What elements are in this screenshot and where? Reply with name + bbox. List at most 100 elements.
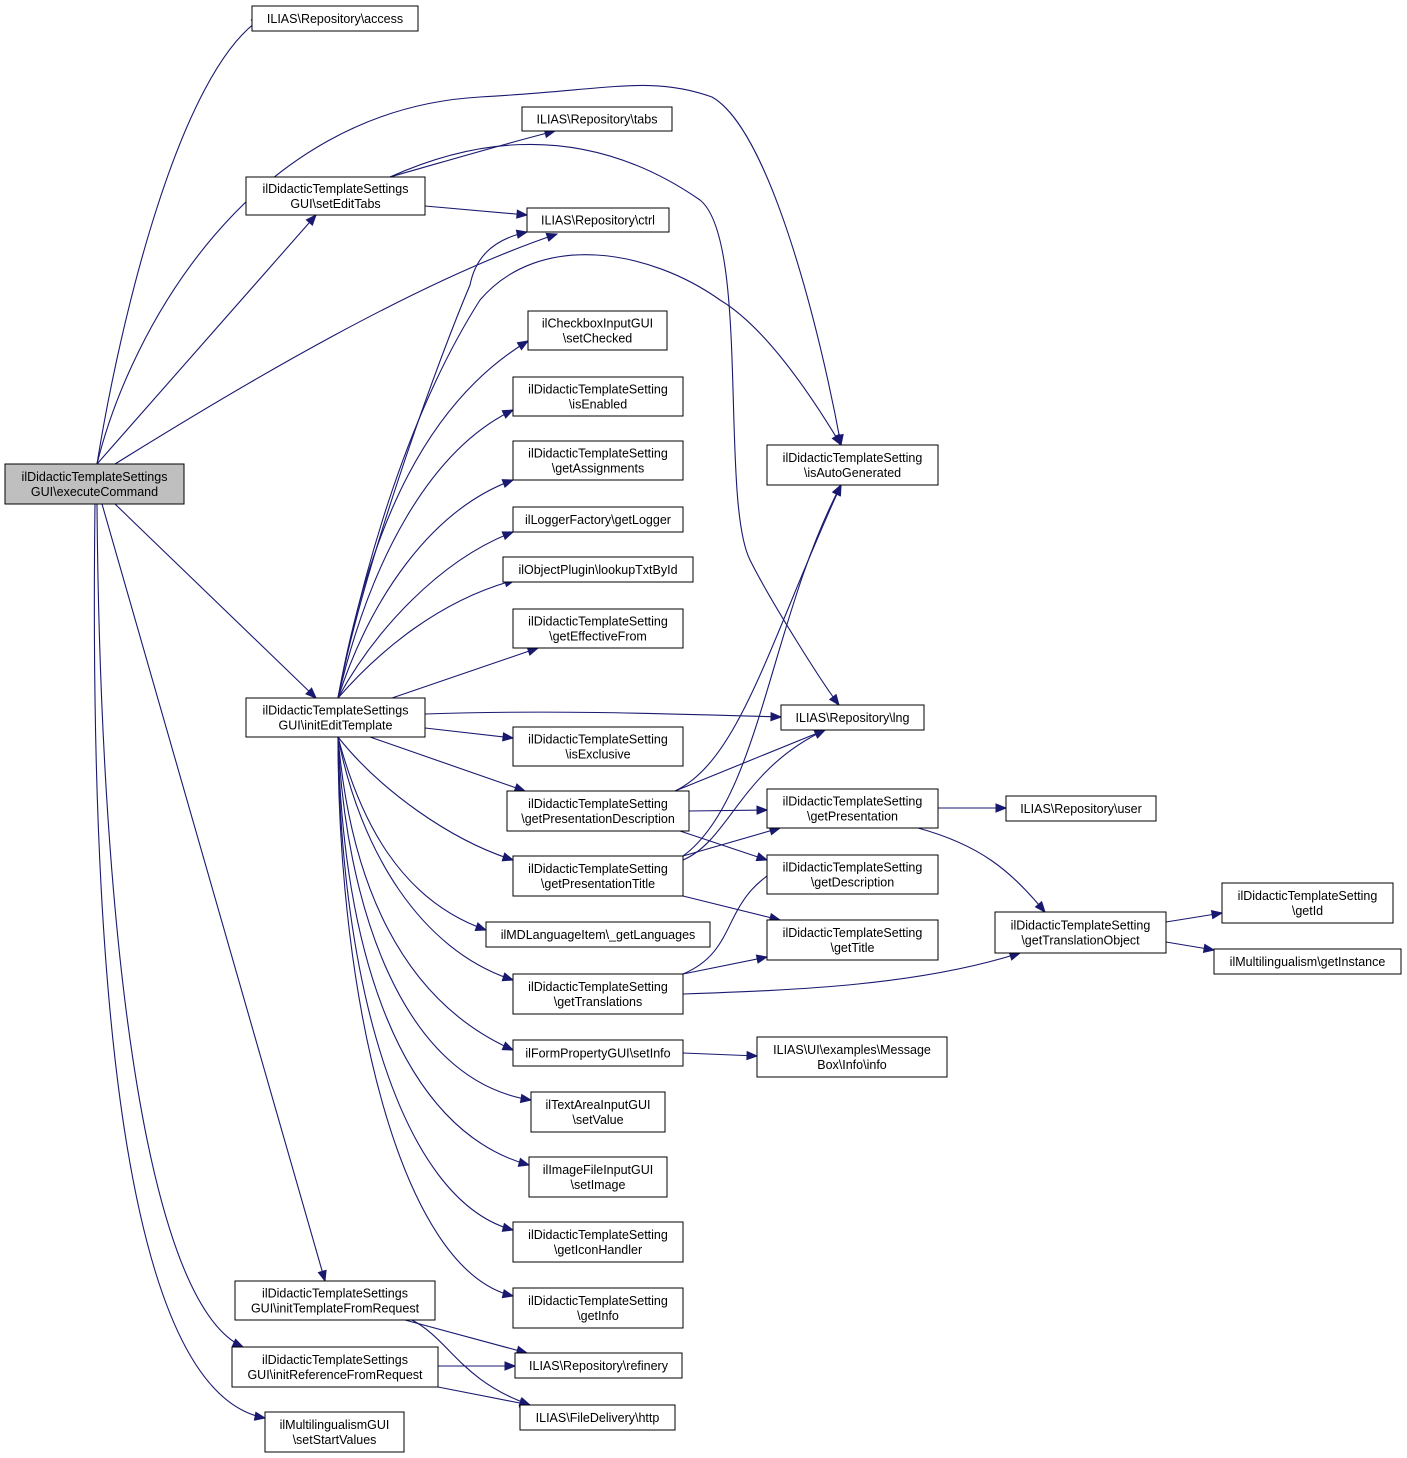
node-isAutoGenerated[interactable]: ilDidacticTemplateSetting\isAutoGenerate… [766,444,939,486]
node-label: ilDidacticTemplateSetting [1011,919,1151,933]
node-box[interactable] [512,1287,684,1329]
node-label: ILIAS\Repository\user [1020,802,1142,816]
node-isExclusive[interactable]: ilDidacticTemplateSetting\isExclusive [512,726,684,767]
edge-line [337,736,487,931]
node-getLanguages[interactable]: ilMDLanguageItem\_getLanguages [485,921,711,948]
node-box[interactable] [766,919,939,961]
node-refinery[interactable]: ILIAS\Repository\refinery [514,1352,683,1379]
node-setChecked[interactable]: ilCheckboxInputGUI\setChecked [527,310,668,351]
edge-arrowhead [253,1411,267,1421]
node-box[interactable] [512,1221,684,1263]
node-box[interactable] [512,608,684,649]
node-getTranslationObject[interactable]: ilDidacticTemplateSetting\getTranslation… [994,911,1167,954]
edge-setInfo-to-info [682,1050,759,1061]
node-label: ILIAS\Repository\tabs [537,113,658,127]
node-getPresentation[interactable]: ilDidacticTemplateSetting\getPresentatio… [766,788,939,829]
node-box[interactable] [512,440,684,481]
node-box[interactable] [766,788,939,829]
node-box[interactable] [780,704,925,731]
node-access[interactable]: ILIAS\Repository\access [251,5,419,32]
node-getTitle[interactable]: ilDidacticTemplateSetting\getTitle [766,919,939,961]
node-http[interactable]: ILIAS\FileDelivery\http [519,1404,676,1431]
node-box[interactable] [245,176,426,216]
node-getAssignments[interactable]: ilDidacticTemplateSetting\getAssignments [512,440,684,481]
node-box[interactable] [506,790,690,832]
edge-arrowhead [516,340,530,351]
node-box[interactable] [756,1036,948,1078]
node-label: ilTextAreaInputGUI [546,1098,651,1112]
node-getInfo[interactable]: ilDidacticTemplateSetting\getInfo [512,1287,684,1329]
node-setEditTabs[interactable]: ilDidacticTemplateSettingsGUI\setEditTab… [245,176,426,216]
node-box[interactable] [528,1156,668,1198]
node-box[interactable] [1221,882,1394,924]
node-box[interactable] [231,1346,439,1388]
node-getInstance[interactable]: ilMultilingualism\getInstance [1213,948,1402,975]
edge-initEditTemplate-to-getEffectiveFrom [391,646,540,699]
edge-getPresentationTitle-to-isAutoGenerated [682,483,842,857]
node-tabs[interactable]: ILIAS\Repository\tabs [521,106,673,132]
node-label: \setChecked [563,332,633,346]
edge-arrowhead [501,852,515,862]
edge-initReferenceFromRequest-to-http [437,1386,532,1408]
node-box[interactable] [4,463,185,505]
node-label: \getEffectiveFrom [549,630,647,644]
node-box[interactable] [994,911,1167,954]
node-isEnabled[interactable]: ilDidacticTemplateSetting\isEnabled [512,376,684,417]
node-getTranslations[interactable]: ilDidacticTemplateSetting\getTranslation… [512,973,684,1015]
node-getLogger[interactable]: ilLoggerFactory\getLogger [512,506,684,533]
node-box[interactable] [512,376,684,417]
node-setStartValues[interactable]: ilMultilingualismGUI\setStartValues [264,1411,405,1453]
node-box[interactable] [251,5,419,32]
node-box[interactable] [512,726,684,767]
node-getEffectiveFrom[interactable]: ilDidacticTemplateSetting\getEffectiveFr… [512,608,684,649]
node-box[interactable] [527,310,668,351]
node-box[interactable] [766,444,939,486]
node-box[interactable] [1213,948,1402,975]
edge-arrowhead [1210,909,1224,920]
node-box[interactable] [512,506,684,533]
node-box[interactable] [521,106,673,132]
node-label: ilDidacticTemplateSetting [528,733,668,747]
edge-getTranslations-to-getTitle [682,954,769,975]
node-box[interactable] [245,697,426,738]
edge-line [437,1386,531,1406]
node-label: ilDidacticTemplateSettings [263,182,409,196]
node-initTemplateFromRequest[interactable]: ilDidacticTemplateSettingsGUI\initTempla… [234,1280,436,1321]
node-box[interactable] [512,973,684,1015]
node-box[interactable] [234,1280,436,1321]
node-lng[interactable]: ILIAS\Repository\lng [780,704,925,731]
node-box[interactable] [526,207,670,233]
node-executeCommand[interactable]: ilDidacticTemplateSettingsGUI\executeCom… [4,463,185,505]
edge-line [96,84,842,465]
node-getId[interactable]: ilDidacticTemplateSetting\getId [1221,882,1394,924]
node-box[interactable] [264,1411,405,1453]
node-box[interactable] [519,1404,676,1431]
edge-line [337,736,514,1051]
node-box[interactable] [766,854,939,895]
node-getIconHandler[interactable]: ilDidacticTemplateSetting\getIconHandler [512,1221,684,1263]
node-box[interactable] [502,556,694,583]
node-box[interactable] [512,1039,684,1067]
node-setInfo[interactable]: ilFormPropertyGUI\setInfo [512,1039,684,1067]
node-box[interactable] [1005,795,1157,822]
node-box[interactable] [530,1091,666,1133]
node-lookupTxtById[interactable]: ilObjectPlugin\lookupTxtById [502,556,694,583]
node-getDescription[interactable]: ilDidacticTemplateSetting\getDescription [766,854,939,895]
node-box[interactable] [485,921,711,948]
node-getPresentationDescription[interactable]: ilDidacticTemplateSetting\getPresentatio… [506,790,690,832]
node-user[interactable]: ILIAS\Repository\user [1005,795,1157,822]
node-initReferenceFromRequest[interactable]: ilDidacticTemplateSettingsGUI\initRefere… [231,1346,439,1388]
edge-getPresentation-to-user [938,803,1008,813]
node-initEditTemplate[interactable]: ilDidacticTemplateSettingsGUI\initEditTe… [245,697,426,738]
node-setImage[interactable]: ilImageFileInputGUI\setImage [528,1156,668,1198]
node-box[interactable] [512,855,684,897]
node-ctrl[interactable]: ILIAS\Repository\ctrl [526,207,670,233]
edge-line [674,729,826,792]
node-box[interactable] [514,1352,683,1379]
edge-setEditTabs-to-lng [389,143,840,707]
node-label: ilDidacticTemplateSetting [528,1228,668,1242]
edge-executeCommand-to-initReferenceFromRequest [96,503,245,1348]
node-setValue[interactable]: ilTextAreaInputGUI\setValue [530,1091,666,1133]
node-getPresentationTitle[interactable]: ilDidacticTemplateSetting\getPresentatio… [512,855,684,897]
